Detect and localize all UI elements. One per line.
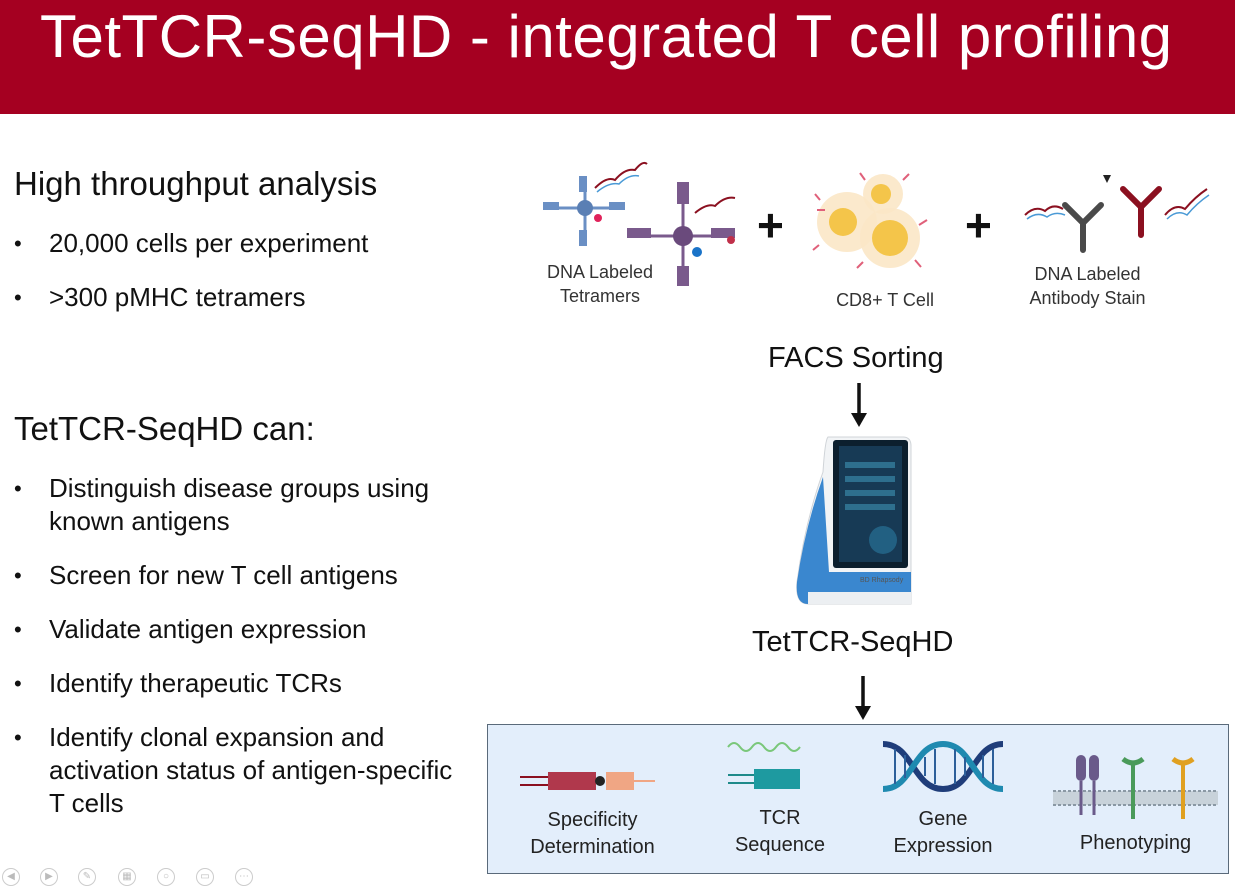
slides-grid-icon[interactable]: ▦	[118, 868, 136, 886]
section-heading-throughput: High throughput analysis	[14, 165, 378, 202]
title-bar: TetTCR-seqHD - integrated T cell profili…	[0, 0, 1235, 114]
sequencer-device-illustration	[796, 436, 912, 605]
output-specificity: Specificity Determination	[510, 807, 675, 861]
dna-helix-icon	[882, 740, 1004, 793]
plus-sign: +	[757, 199, 784, 251]
caption-line: Tetramers	[559, 286, 640, 306]
device-brand-label: BD Rhapsody	[860, 577, 904, 584]
tcr-icon	[727, 742, 801, 789]
bullet-line: activation status of antigen-specific	[49, 755, 453, 785]
bullet-line: Distinguish disease groups using	[49, 473, 430, 503]
output-line: Phenotyping	[1079, 832, 1192, 854]
caption-antibody: DNA Labeled Antibody Stain	[1010, 262, 1165, 310]
output-gene-expression: Gene Expression	[873, 806, 1013, 860]
output-phenotyping: Phenotyping	[1058, 830, 1213, 857]
output-line: Gene	[918, 808, 968, 830]
bullet-item: Distinguish disease groups using known a…	[14, 472, 452, 538]
facs-sorting-label: FACS Sorting	[768, 342, 944, 374]
bullet-item: Identify therapeutic TCRs	[14, 667, 452, 700]
membrane-receptors-icon	[1053, 755, 1218, 819]
caption-line: CD8+ T Cell	[836, 290, 934, 310]
section-heading-capabilities: TetTCR-SeqHD can:	[14, 410, 315, 447]
bullet-item: Screen for new T cell antigens	[14, 559, 452, 592]
caption-t-cell: CD8+ T Cell	[805, 288, 965, 312]
outputs-panel: Specificity Determination TCR Sequence G…	[487, 724, 1229, 874]
bullet-item: Validate antigen expression	[14, 613, 452, 646]
screen-icon[interactable]: ▭	[196, 868, 214, 886]
zoom-icon[interactable]: ○	[157, 868, 175, 886]
down-arrow-icon	[851, 383, 867, 427]
specificity-icon	[520, 772, 655, 790]
caption-line: Antibody Stain	[1029, 288, 1146, 308]
bullet-item: 20,000 cells per experiment	[14, 227, 368, 260]
output-line: TCR	[759, 807, 801, 829]
down-arrow-icon	[855, 676, 871, 720]
plus-sign: +	[965, 199, 992, 251]
antibody-illustration	[1024, 175, 1210, 253]
tettcr-seqhd-label: TetTCR-SeqHD	[752, 626, 954, 658]
capabilities-bullet-list: Distinguish disease groups using known a…	[14, 472, 452, 820]
presentation-toolbar: ◀ ▶ ✎ ▦ ○ ▭ ⋯	[0, 866, 280, 886]
output-line: Determination	[530, 836, 655, 858]
bullet-item: Identify clonal expansion and activation…	[14, 721, 452, 820]
output-line: Expression	[893, 835, 993, 857]
output-line: Specificity	[547, 809, 638, 831]
slide-title: TetTCR-seqHD - integrated T cell profili…	[40, 3, 1173, 70]
bullet-item: >300 pMHC tetramers	[14, 281, 368, 314]
next-slide-icon[interactable]: ▶	[40, 868, 58, 886]
caption-line: DNA Labeled	[1034, 264, 1141, 284]
bullet-line: known antigens	[49, 506, 230, 536]
more-options-icon[interactable]: ⋯	[235, 868, 253, 886]
bullet-line: Identify clonal expansion and	[49, 722, 385, 752]
t-cell-illustration	[812, 172, 928, 269]
previous-slide-icon[interactable]: ◀	[2, 868, 20, 886]
caption-tetramers: DNA Labeled Tetramers	[525, 260, 675, 308]
caption-line: DNA Labeled	[546, 262, 654, 282]
output-line: Sequence	[734, 834, 826, 856]
pen-icon[interactable]: ✎	[78, 868, 96, 886]
bullet-line: T cells	[49, 788, 124, 818]
output-tcr: TCR Sequence	[710, 805, 850, 859]
tetramer-illustration	[543, 161, 736, 286]
throughput-bullet-list: 20,000 cells per experiment >300 pMHC te…	[14, 227, 368, 314]
